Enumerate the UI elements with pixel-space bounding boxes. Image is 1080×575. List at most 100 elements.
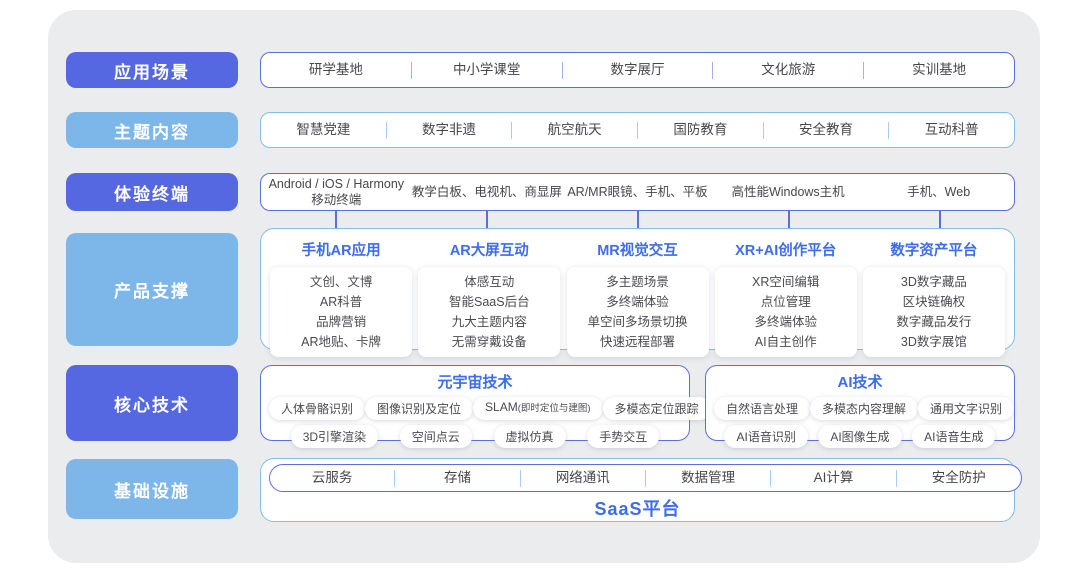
divider xyxy=(410,61,412,79)
divider xyxy=(762,121,764,139)
product-item: 多主题场景 xyxy=(606,275,669,289)
list-item: 数据管理 xyxy=(681,470,736,486)
product-column: MR视觉交互多主题场景多终端体验单空间多场景切换快速远程部署 xyxy=(563,237,711,357)
product-item: 点位管理 xyxy=(760,295,811,309)
product-column-title: XR+AI创作平台 xyxy=(735,243,837,259)
product-column-title: 手机AR应用 xyxy=(301,243,381,259)
list-item: 智慧党建 xyxy=(296,122,351,138)
theme-items: 智慧党建数字非遗航空航天国防教育安全教育互动科普 xyxy=(260,112,1015,148)
row-application: 应用场景 研学基地中小学课堂数字展厅文化旅游实训基地 xyxy=(66,52,1015,88)
divider xyxy=(888,121,890,139)
list-item: 国防教育 xyxy=(673,122,728,138)
connector-line xyxy=(864,211,1015,228)
product-column-title: AR大屏互动 xyxy=(449,243,529,259)
divider xyxy=(770,469,772,487)
product-item: XR空间编辑 xyxy=(752,275,820,289)
list-item: 文化旅游 xyxy=(761,62,816,78)
list-item: 研学基地 xyxy=(308,62,363,78)
tech-pill: 通用文字识别 xyxy=(918,397,1015,420)
line xyxy=(938,211,941,228)
line xyxy=(334,211,337,228)
connector-line xyxy=(562,211,713,228)
tech-pill: 多模态内容理解 xyxy=(810,397,919,420)
tech-pill-row: AI语音识别 AI图像生成 AI语音生成 xyxy=(706,425,1014,448)
product-item: 数字藏品发行 xyxy=(896,315,972,329)
application-items: 研学基地中小学课堂数字展厅文化旅游实训基地 xyxy=(260,52,1015,88)
divider xyxy=(511,121,513,139)
divider xyxy=(394,469,396,487)
product-item: AR地贴、卡牌 xyxy=(301,335,382,349)
product-item: AR科普 xyxy=(319,295,363,309)
list-item: 数字展厅 xyxy=(610,62,665,78)
ai-tech-title: AI技术 xyxy=(837,374,883,391)
core-tech-label: 核心技术 xyxy=(66,365,238,441)
list-item: 高性能Windows主机 xyxy=(713,184,864,200)
divider xyxy=(644,469,646,487)
tech-pill: SLAM(即时定位与建图) xyxy=(473,397,603,420)
item-line: Android / iOS / Harmony xyxy=(268,176,405,191)
item-line: 高性能Windows主机 xyxy=(731,184,845,199)
line xyxy=(485,211,488,228)
tech-pill: AI图像生成 xyxy=(818,425,902,448)
product-item: 快速远程部署 xyxy=(599,335,675,349)
application-label: 应用场景 xyxy=(66,52,238,88)
product-item: AI自主创作 xyxy=(754,335,817,349)
tech-pill: AI语音识别 xyxy=(724,425,808,448)
item-line: 移动终端 xyxy=(311,193,362,207)
product-item: 单空间多场景切换 xyxy=(587,315,688,329)
pill-text: SLAM xyxy=(485,400,518,414)
terminal-label: 体验终端 xyxy=(66,173,238,211)
list-item: AR/MR眼镜、手机、平板 xyxy=(562,184,713,200)
product-column: XR+AI创作平台 XR空间编辑点位管理多终端体验 AI自主创作 xyxy=(712,237,860,357)
tech-pill-row: 自然语言处理多模态内容理解通用文字识别 xyxy=(706,397,1015,420)
divider xyxy=(895,469,897,487)
terminal-product-connectors xyxy=(260,211,1015,228)
divider xyxy=(519,469,521,487)
metaverse-tech-title: 元宇宙技术 xyxy=(437,374,513,391)
tech-pill: 3D引擎渲染 xyxy=(290,425,379,448)
list-item: 网络通讯 xyxy=(555,470,610,486)
products-label: 产品支撑 xyxy=(66,233,238,346)
terminal-items: Android / iOS / Harmony 移动终端 教学白板、电视机、商显屏 A… xyxy=(260,173,1015,211)
item-line: AR/MR眼镜、手机、平板 xyxy=(567,184,708,199)
list-item: 教学白板、电视机、商显屏 xyxy=(412,184,563,200)
connector-line xyxy=(713,211,864,228)
product-column: AR大屏互动体感互动智能SaaS后台九大主题内容无需穿戴设备 xyxy=(415,237,563,357)
row-terminal: 体验终端 Android / iOS / Harmony 移动终端 教学白板、电视机… xyxy=(66,173,1015,211)
list-item: 手机、Web xyxy=(863,184,1014,200)
tech-pill: AI语音生成 xyxy=(912,425,996,448)
divider xyxy=(863,61,865,79)
list-item: 航空航天 xyxy=(547,122,602,138)
list-item: 云服务 xyxy=(311,470,353,486)
tech-pill: 图像识别及定位 xyxy=(365,397,474,420)
product-item: 九大主题内容 xyxy=(451,315,527,329)
product-item: 无需穿戴设备 xyxy=(451,335,527,349)
row-theme: 主题内容 智慧党建数字非遗航空航天国防教育安全教育互动科普 xyxy=(66,112,1015,148)
saas-platform-title: SaaS平台 xyxy=(594,499,681,519)
divider xyxy=(385,121,387,139)
item-line: 教学白板、电视机、商显屏 xyxy=(411,184,562,199)
tech-pill: 多模态定位跟踪 xyxy=(602,397,711,420)
product-column-title: 数字资产平台 xyxy=(890,243,978,259)
list-item: 安全教育 xyxy=(799,122,854,138)
tech-pill: 虚拟仿真 xyxy=(493,425,566,448)
product-item: 多终端体验 xyxy=(754,315,817,329)
product-item: 3D数字藏品 xyxy=(900,275,967,289)
connector-line xyxy=(260,211,411,228)
product-item: 体感互动 xyxy=(464,275,515,289)
line xyxy=(787,211,790,228)
list-item: AI计算 xyxy=(813,470,854,486)
tech-pill: 空间点云 xyxy=(399,425,472,448)
product-item-card: 多主题场景多终端体验单空间多场景切换快速远程部署 xyxy=(566,267,709,357)
